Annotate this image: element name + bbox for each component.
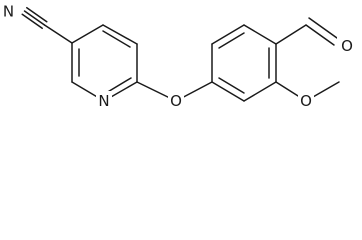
benzene-double-bond-inner-1 (218, 32, 245, 49)
benzene-bond-3 (243, 24, 277, 45)
benzene-ring (211, 24, 277, 102)
nitrile-to-ring-bond (43, 24, 73, 44)
nitrile-triple-bond-line-3 (26, 6, 48, 23)
pyridine-nitrogen-label: N (98, 92, 109, 110)
aldehyde-group (275, 17, 338, 46)
aldehyde-oxygen-label: O (341, 37, 353, 55)
pyridine-double-bond-inner-3 (105, 77, 132, 94)
aldehyde-double-bond-1 (305, 24, 335, 46)
chemical-structure-diagram: N N O O O (0, 1, 357, 111)
aldehyde-c-bond (275, 24, 307, 45)
aldehyde-double-bond-2 (308, 17, 338, 39)
benzene-bond-5 (243, 81, 277, 102)
nitrile-triple-bond-line-1 (23, 10, 46, 26)
benzene-bond-2 (211, 24, 245, 45)
ether-oxygen-label: O (170, 92, 182, 110)
pyridine-double-bond-inner-2 (102, 30, 131, 48)
pyridine-bond-c4-c5 (102, 24, 138, 45)
benzene-double-bond-inner-3 (218, 77, 245, 94)
pyridine-bond-c3-c4 (71, 24, 104, 44)
methoxy-oxygen-label: O (300, 92, 312, 110)
nitrile-triple-bond-line-2 (21, 13, 43, 30)
nitrile-nitrogen-label: N (3, 3, 14, 21)
pyridine-ring (71, 24, 138, 102)
benzene-bond-6 (211, 81, 245, 102)
nitrile-group (21, 6, 73, 44)
